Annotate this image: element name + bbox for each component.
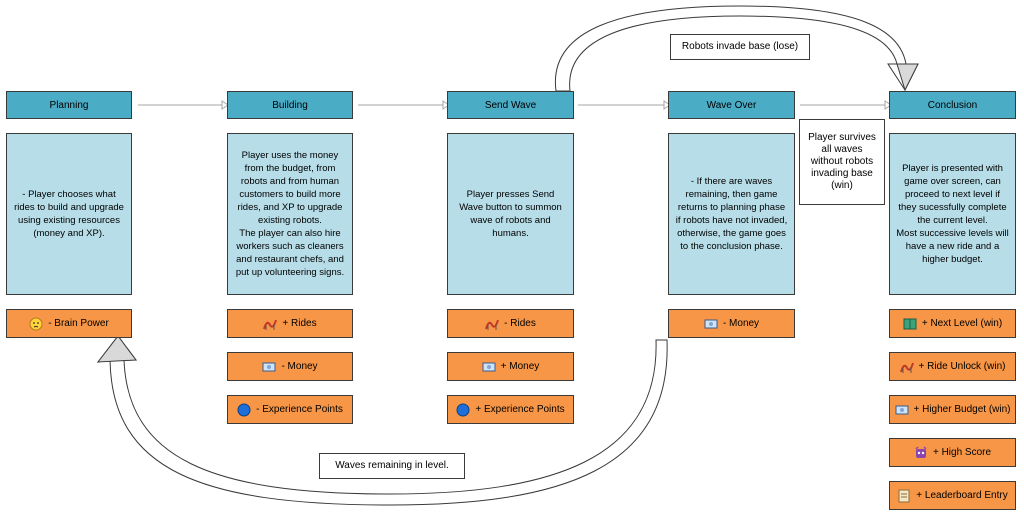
resource-send-wave-money: + Money	[447, 352, 574, 381]
loop-note: Waves remaining in level.	[319, 453, 465, 479]
resource-label: + Higher Budget (win)	[913, 403, 1011, 415]
phase-description-planning: - Player chooses what rides to build and…	[6, 133, 132, 295]
phase-header-send-wave: Send Wave	[447, 91, 574, 119]
phase-description-conclusion: Player is presented with game over scree…	[889, 133, 1016, 295]
phase-description-building: Player uses the money from the budget, f…	[227, 133, 353, 295]
book-icon	[903, 317, 917, 331]
phase-description-send-wave: Player presses Send Wave button to summo…	[447, 133, 574, 295]
resource-label: - Money	[722, 317, 760, 329]
blue-circle-icon	[456, 403, 470, 417]
trophy-monster-icon	[914, 445, 928, 460]
resource-conclusion-ride-unlock: + Ride Unlock (win)	[889, 352, 1016, 381]
resource-label: - Brain Power	[48, 317, 109, 329]
phase-header-building: Building	[227, 91, 353, 119]
resource-conclusion-higher-budget: + Higher Budget (win)	[889, 395, 1016, 424]
roller-coaster-icon	[899, 360, 914, 374]
resource-label: + Rides	[282, 317, 317, 329]
resource-conclusion-high-score: + High Score	[889, 438, 1016, 467]
resource-label: + Ride Unlock (win)	[918, 360, 1006, 372]
win-note: Player survives all waves without robots…	[799, 119, 885, 205]
resource-building-rides: + Rides	[227, 309, 353, 338]
resource-label: - Experience Points	[256, 403, 343, 415]
resource-label: + Money	[500, 360, 540, 372]
resource-label: - Money	[281, 360, 318, 372]
money-icon	[704, 317, 718, 331]
resource-planning-brain-power: - Brain Power	[6, 309, 132, 338]
resource-conclusion-next-level: + Next Level (win)	[889, 309, 1016, 338]
money-icon	[895, 403, 909, 417]
resource-label: + Next Level (win)	[921, 317, 1003, 329]
phase-header-wave-over: Wave Over	[668, 91, 795, 119]
phase-header-conclusion: Conclusion	[889, 91, 1016, 119]
scroll-icon	[897, 489, 911, 503]
resource-send-wave-rides: - Rides	[447, 309, 574, 338]
loop-curved-arrow	[96, 335, 668, 506]
resource-label: + Leaderboard Entry	[916, 489, 1008, 501]
roller-coaster-icon	[263, 317, 278, 331]
resource-send-wave-xp: + Experience Points	[447, 395, 574, 424]
resource-label: + Experience Points	[475, 403, 565, 415]
blue-circle-icon	[237, 403, 251, 417]
money-icon	[262, 360, 276, 374]
resource-label: - Rides	[504, 317, 536, 329]
money-icon	[482, 360, 496, 374]
phase-description-wave-over: - If there are waves remaining, then gam…	[668, 133, 795, 295]
resource-conclusion-leaderboard: + Leaderboard Entry	[889, 481, 1016, 510]
lose-note: Robots invade base (lose)	[670, 34, 810, 60]
phase-header-planning: Planning	[6, 91, 132, 119]
resource-wave-over-money: - Money	[668, 309, 795, 338]
resource-building-money: - Money	[227, 352, 353, 381]
resource-building-xp: - Experience Points	[227, 395, 353, 424]
resource-label: + High Score	[932, 446, 992, 458]
roller-coaster-icon	[485, 317, 500, 331]
thinking-face-icon	[29, 317, 43, 331]
